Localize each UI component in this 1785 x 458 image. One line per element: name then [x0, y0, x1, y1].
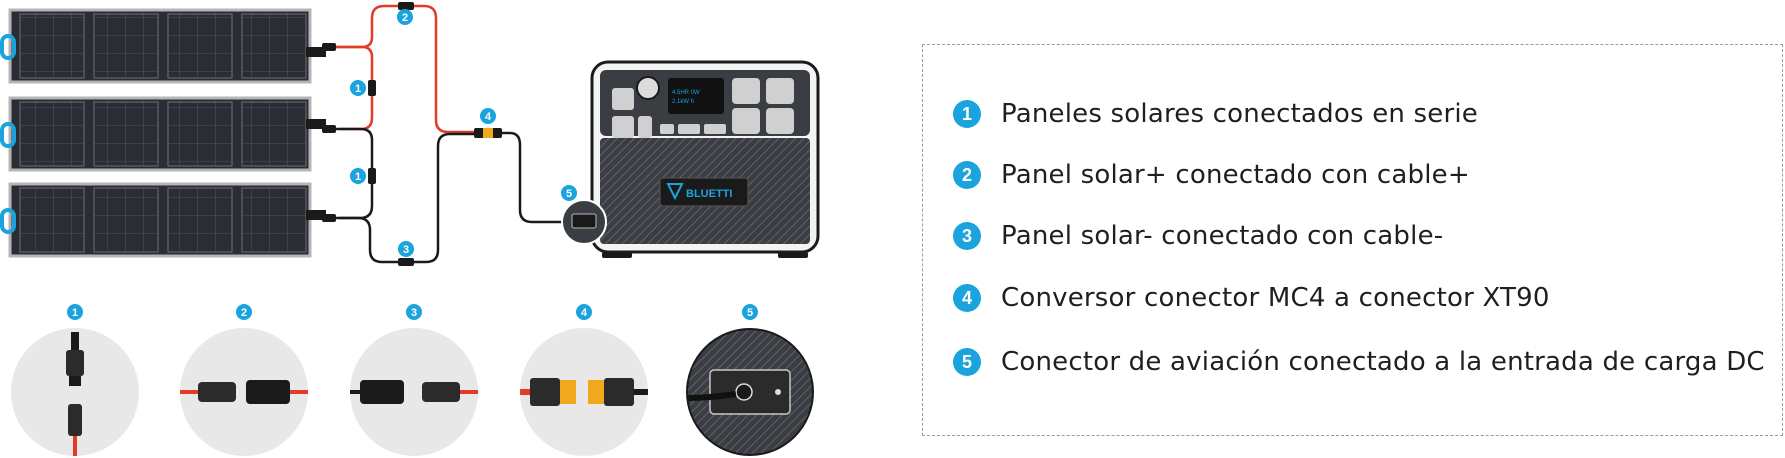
svg-text:2: 2 [241, 307, 247, 319]
detail-2: 2 [180, 304, 308, 456]
legend-text: Paneles solares conectados en serie [1001, 99, 1478, 129]
solar-panel [0, 96, 326, 172]
screen-line1: 4.5HR 0W [672, 90, 700, 96]
junction-box [306, 210, 326, 220]
legend-number-badge: 5 [953, 348, 981, 376]
detail-badge: 4 [576, 304, 592, 320]
legend-number-badge: 1 [953, 100, 981, 128]
detail-1: 1 [11, 304, 139, 456]
detail-badge: 1 [67, 304, 83, 320]
badge-2: 2 [397, 9, 413, 25]
panel-handle-icon [0, 208, 16, 234]
legend-item-2: 2 Panel solar+ conectado con cable+ [953, 160, 1470, 190]
mc4-positive-connector-icon [180, 328, 308, 456]
svg-text:3: 3 [403, 244, 409, 256]
badge-3: 3 [398, 241, 414, 257]
svg-text:4: 4 [581, 307, 588, 319]
solar-panel [0, 8, 326, 84]
connection-diagram: 4.5HR 0W 2.1kW h BLUETTI 2 1 4 1 5 3 1 2 3… [0, 2, 820, 456]
badge-4: 4 [480, 108, 496, 124]
legend-text: Conector de aviación conectado a la entr… [1001, 347, 1765, 377]
svg-text:5: 5 [566, 188, 572, 200]
detail-5: 5 [686, 304, 814, 456]
solar-panel [0, 182, 326, 258]
detail-badge: 2 [236, 304, 252, 320]
panel-handle-icon [0, 122, 16, 148]
svg-text:5: 5 [747, 307, 753, 319]
svg-text:2: 2 [402, 12, 408, 24]
bluetti-logo-icon [666, 183, 684, 201]
red-cable-main [334, 4, 482, 134]
legend-number-badge: 4 [953, 284, 981, 312]
legend-text: Conversor conector MC4 a conector XT90 [1001, 283, 1550, 313]
svg-text:1: 1 [355, 171, 361, 183]
legend-number-badge: 3 [953, 222, 981, 250]
legend-item-5: 5 Conector de aviación conectado a la ent… [953, 347, 1765, 377]
brand-logo-text: BLUETTI [686, 188, 732, 200]
output-cable [498, 131, 592, 224]
legend-item-3: 3 Panel solar- conectado con cable- [953, 221, 1443, 251]
legend-text: Panel solar- conectado con cable- [1001, 221, 1444, 251]
badge-1b: 1 [350, 168, 366, 184]
solar-panels [0, 8, 326, 258]
svg-text:1: 1 [72, 307, 78, 319]
mc4-xt90-adapter-icon [520, 328, 648, 456]
detail-badge: 5 [742, 304, 758, 320]
detail-badge: 3 [406, 304, 422, 320]
black-cable-top [334, 127, 374, 220]
aviation-connector-icon [686, 328, 814, 456]
mc4-series-connector-icon [11, 328, 139, 456]
legend-item-1: 1 Paneles solares conectados en serie [953, 99, 1478, 129]
detail-3: 3 [350, 304, 478, 456]
detail-4: 4 [520, 304, 648, 456]
diagram-badges: 2 1 4 1 5 3 [350, 9, 577, 257]
legend-text: Panel solar+ conectado con cable+ [1001, 160, 1470, 190]
badge-1a: 1 [350, 80, 366, 96]
badge-5: 5 [561, 185, 577, 201]
svg-text:4: 4 [485, 111, 492, 123]
panel-handle-icon [0, 34, 16, 60]
cables [334, 4, 592, 264]
power-station: 4.5HR 0W 2.1kW h BLUETTI [561, 60, 820, 258]
mc4-negative-connector-icon [350, 328, 478, 456]
cable-connectors [322, 2, 502, 266]
svg-text:1: 1 [355, 83, 361, 95]
svg-text:3: 3 [411, 307, 417, 319]
screen-line2: 2.1kW h [672, 99, 694, 105]
legend-item-4: 4 Conversor conector MC4 a conector XT90 [953, 283, 1550, 313]
connector-details: 1 2 3 4 5 [11, 304, 814, 456]
junction-box [306, 119, 326, 129]
legend-number-badge: 2 [953, 161, 981, 189]
junction-box [306, 47, 326, 57]
